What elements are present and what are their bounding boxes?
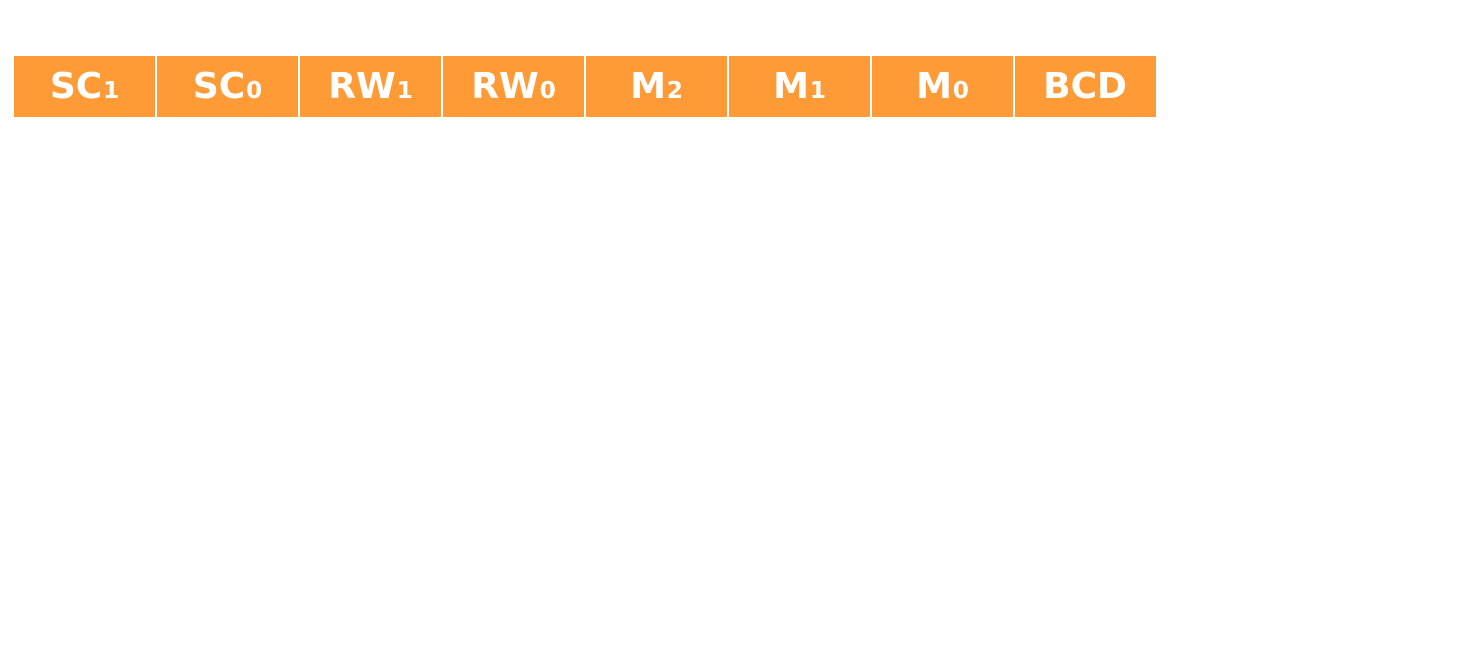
field-subscript: 0 [952,78,969,104]
field-label: RW [328,65,396,107]
field-label: M [773,65,809,107]
field-label: BCD [1043,65,1127,107]
field-subscript: 1 [396,78,413,104]
field-subscript: 2 [666,78,683,104]
field-label: M [916,65,952,107]
field-subscript: 0 [246,78,263,104]
field-subscript: 1 [809,78,826,104]
field-subscript: 0 [539,78,556,104]
field-label: SC [192,65,246,107]
field-label: M [630,65,666,107]
field-label: RW [471,65,539,107]
field-bcd: BCD [1015,56,1156,117]
field-subscript: 1 [103,78,120,104]
field-label: SC [49,65,103,107]
